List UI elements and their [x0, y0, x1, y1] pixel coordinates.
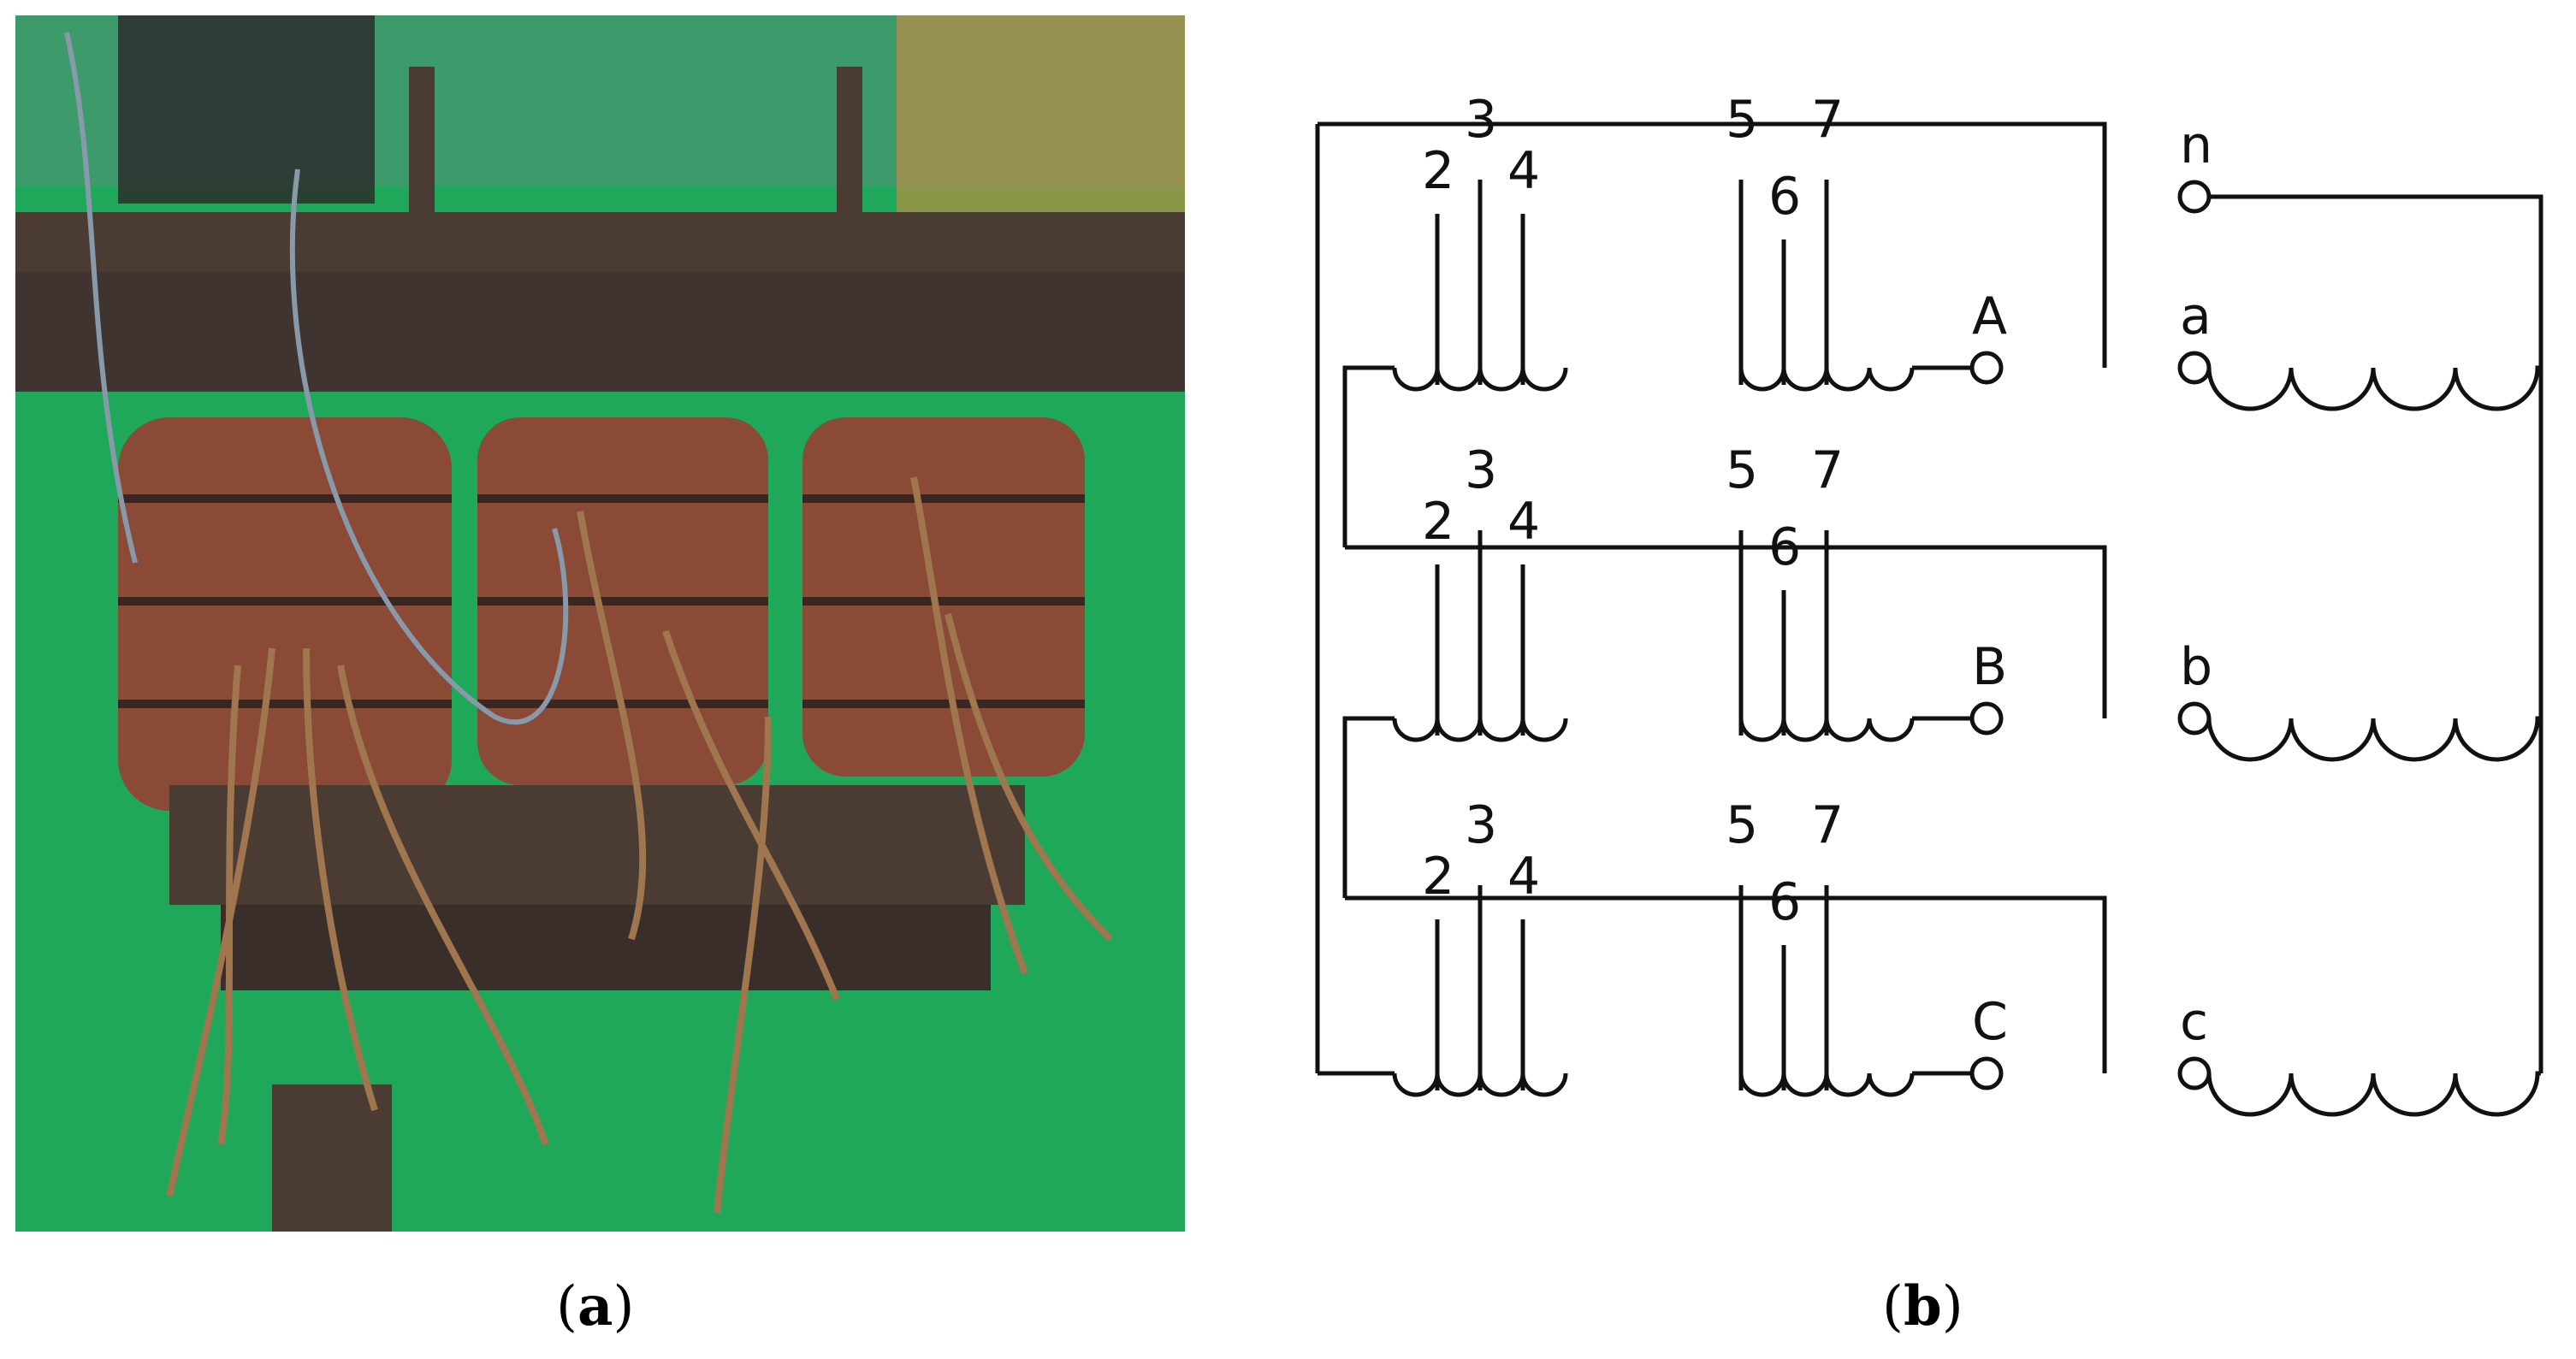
phase-b-tap-label-2: 2	[1422, 492, 1454, 552]
person-background	[118, 15, 375, 204]
phase-b-inner-lead	[1342, 716, 1395, 898]
secondary-winding-b	[2206, 716, 2541, 762]
terminal-label-b: b	[2180, 637, 2212, 697]
secondary-right-bus	[2209, 194, 2543, 1073]
transformer-photo	[15, 15, 1185, 1232]
phase-c-tap-label-2: 2	[1422, 847, 1454, 907]
lifting-lug-left	[409, 67, 435, 238]
terminal-C	[1969, 1056, 2004, 1090]
terminal-label-A: A	[1972, 287, 2007, 346]
terminal-A	[1969, 351, 2004, 385]
phase-b-tap-label-5: 5	[1726, 440, 1758, 500]
phase-a-inner-lead	[1342, 365, 1395, 547]
phase-c-tap-label-4: 4	[1507, 847, 1540, 907]
terminal-label-c: c	[2180, 992, 2208, 1052]
coil-phase-c	[802, 417, 1085, 777]
phase-b-tap-label-3: 3	[1465, 440, 1497, 500]
phase-a-connection-loop	[1345, 545, 2107, 718]
phase-b-connection-loop	[1345, 895, 2107, 1073]
caption-a: (a)	[556, 1274, 635, 1338]
bottom-clamp	[169, 785, 1025, 905]
phase-a-tap-label-5: 5	[1726, 90, 1758, 150]
phase-c-tap-label-7: 7	[1811, 795, 1844, 855]
terminal-a	[2177, 351, 2212, 385]
terminal-label-C: C	[1972, 992, 2008, 1052]
top-closure	[1318, 121, 2107, 368]
terminal-n	[2177, 180, 2212, 214]
phase-c-tap-label-6: 6	[1768, 872, 1801, 932]
lead-wires	[166, 476, 1113, 1214]
coil-phase-a	[118, 417, 452, 811]
phase-a-tap-label-4: 4	[1507, 141, 1540, 201]
phase-c-tap-label-5: 5	[1726, 795, 1758, 855]
top-frame	[15, 212, 1185, 272]
phase-c-tap-label-3: 3	[1465, 795, 1497, 855]
phase-a-tap-label-2: 2	[1422, 141, 1454, 201]
terminal-c	[2177, 1056, 2212, 1090]
transformer-photo-art	[15, 15, 1185, 1232]
top-clamp	[15, 272, 1185, 392]
phase-b-tap-label-7: 7	[1811, 440, 1844, 500]
lifting-lug-right	[837, 67, 862, 238]
phase-b-tap-label-4: 4	[1507, 492, 1540, 552]
phase-a-tap-label-3: 3	[1465, 90, 1497, 150]
phase-b-tap-label-6: 6	[1768, 517, 1801, 577]
phase-a-tap-label-7: 7	[1811, 90, 1844, 150]
secondary-winding-c	[2206, 1071, 2541, 1117]
terminal-label-B: B	[1972, 637, 2007, 697]
coil-phase-b	[477, 417, 768, 785]
phase-a-tap-label-6: 6	[1768, 167, 1801, 227]
terminal-b	[2177, 701, 2212, 736]
test-cables	[64, 32, 569, 725]
secondary-winding-a	[2206, 365, 2541, 411]
terminal-label-a: a	[2180, 287, 2212, 346]
base-frame	[221, 905, 991, 990]
caption-b: (b)	[1882, 1274, 1963, 1338]
terminal-B	[1969, 701, 2004, 736]
terminal-label-n: n	[2180, 115, 2212, 175]
